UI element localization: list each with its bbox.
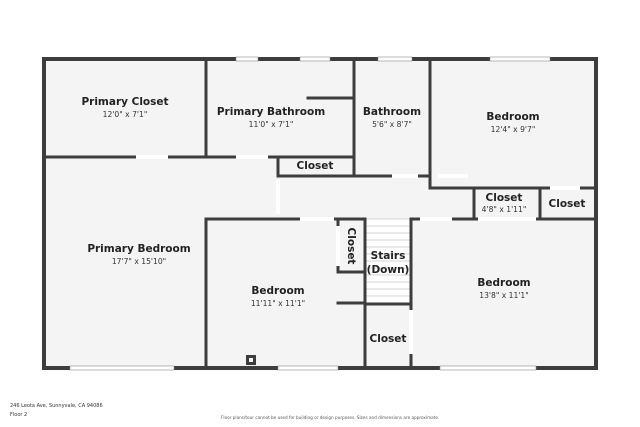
room-name-bedroom-se: Bedroom — [477, 277, 530, 289]
room-dims-primary-bedroom: 17'7" x 15'10" — [112, 257, 166, 266]
stairs-label-line2: (Down) — [367, 264, 410, 276]
address-text: 246 Leota Ave, Sunnyvale, CA 94086 — [10, 403, 103, 409]
room-name-primary-bedroom: Primary Bedroom — [87, 243, 190, 255]
room-dims-primary-closet: 12'0" x 7'1" — [103, 110, 148, 119]
room-dims-bedroom-center: 11'11" x 11'1" — [251, 299, 305, 308]
door-openings — [136, 155, 580, 354]
room-dims-closet-small: 4'8" x 1'11" — [482, 205, 527, 214]
stairs-treads — [364, 218, 412, 305]
floor-marker-inner — [249, 358, 253, 362]
room-name-bathroom: Bathroom — [363, 106, 421, 118]
room-dims-bedroom-ne: 12'4" x 9'7" — [491, 125, 536, 134]
room-name-closet-small: Closet — [486, 192, 523, 204]
room-name-closet-far-right: Closet — [549, 198, 586, 210]
floor-area — [44, 59, 596, 368]
room-name-bedroom-center: Bedroom — [251, 285, 304, 297]
room-name-primary-bathroom: Primary Bathroom — [217, 106, 325, 118]
room-dims-bedroom-se: 13'8" x 11'1" — [479, 291, 528, 300]
stairs-label-line1: Stairs — [371, 250, 406, 262]
room-name-primary-closet: Primary Closet — [81, 96, 168, 108]
disclaimer-text: Floor plans/tour cannot be used for buil… — [221, 415, 440, 420]
room-name-closet-bottom: Closet — [370, 333, 407, 345]
room-name-hall-closet: Closet — [297, 160, 334, 172]
room-dims-bathroom: 5'6" x 8'7" — [372, 120, 412, 129]
room-dims-primary-bathroom: 11'0" x 7'1" — [249, 120, 294, 129]
floor-label: Floor 2 — [10, 412, 28, 418]
room-name-closet-vertical: Closet — [345, 228, 357, 265]
windows — [69, 56, 551, 371]
room-name-bedroom-ne: Bedroom — [486, 111, 539, 123]
